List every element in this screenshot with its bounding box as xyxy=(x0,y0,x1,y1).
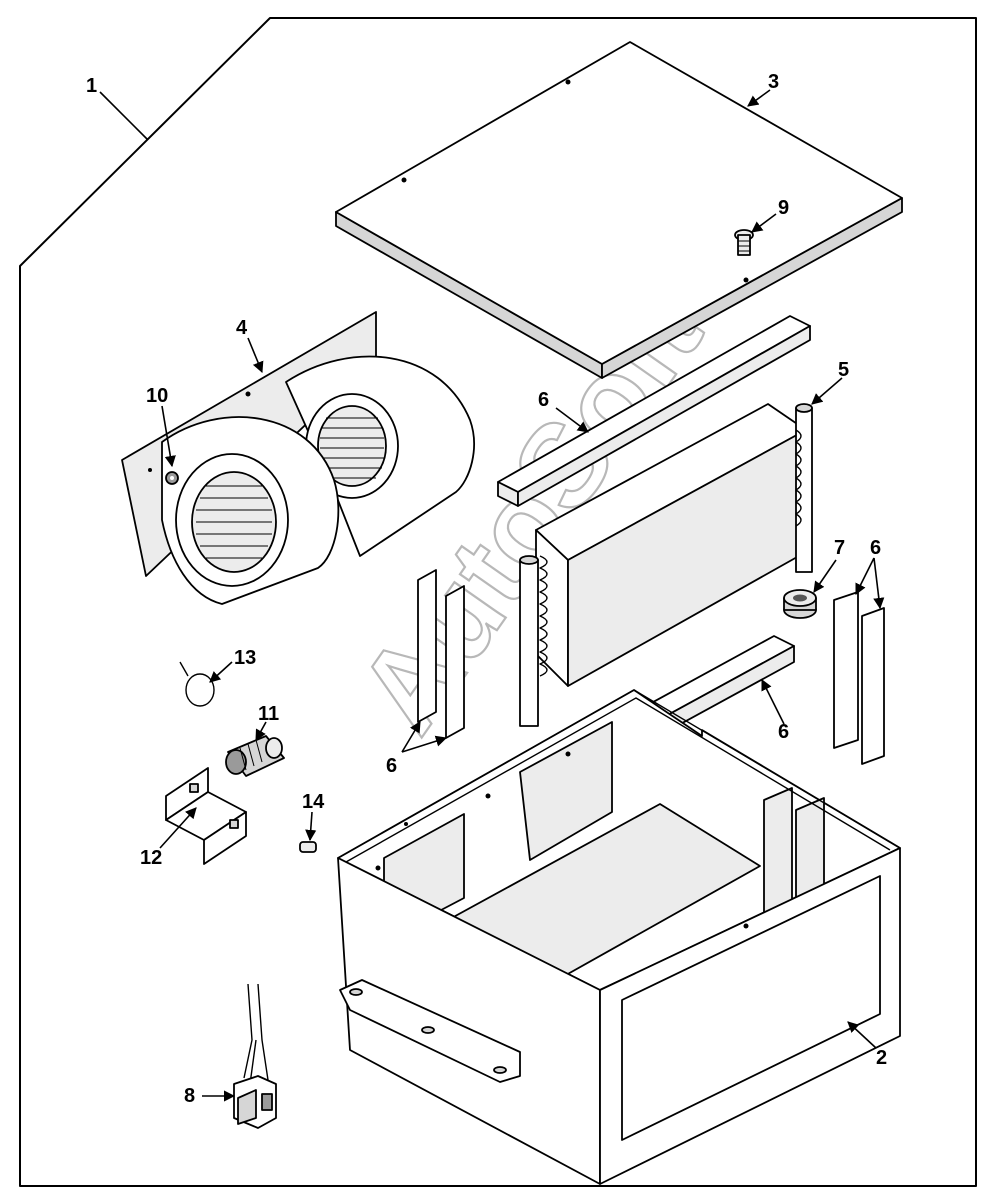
callout-5: 5 xyxy=(838,359,849,381)
leader-6c-1 xyxy=(401,721,421,753)
foam-strip-upper xyxy=(497,315,811,507)
leader-10 xyxy=(161,405,176,468)
callout-10: 10 xyxy=(146,385,168,407)
top-cover-plate xyxy=(335,41,903,379)
grommet xyxy=(783,589,817,619)
leader-6c-2 xyxy=(401,735,448,753)
leader-6b xyxy=(761,678,785,725)
callout-12: 12 xyxy=(140,847,162,869)
callout-6-left: 6 xyxy=(386,755,397,777)
housing-case xyxy=(337,689,901,1185)
callout-3: 3 xyxy=(768,71,779,93)
leader-12 xyxy=(159,807,197,849)
leader-6d-2 xyxy=(873,557,885,610)
callout-4: 4 xyxy=(236,317,248,339)
nut xyxy=(165,471,179,485)
foam-strips-right xyxy=(833,591,885,765)
leader-1 xyxy=(99,91,149,141)
leader-3 xyxy=(747,89,771,107)
leader-6d-1 xyxy=(855,557,875,596)
callout-1: 1 xyxy=(86,75,97,97)
bracket xyxy=(165,767,247,865)
callout-7: 7 xyxy=(834,537,845,559)
leader-11 xyxy=(255,721,267,741)
callout-8: 8 xyxy=(184,1085,195,1107)
plug-cap xyxy=(299,841,317,853)
wire-connector xyxy=(233,983,277,1129)
leader-6a xyxy=(555,407,589,433)
blower-assembly xyxy=(121,311,475,605)
leader-13 xyxy=(209,661,233,683)
foam-strips-left xyxy=(417,569,465,739)
callout-9: 9 xyxy=(778,197,789,219)
callout-6-upper: 6 xyxy=(538,389,549,411)
heater-coil xyxy=(519,403,813,727)
leader-2 xyxy=(847,1021,877,1049)
callout-6-right: 6 xyxy=(870,537,881,559)
leader-9 xyxy=(751,213,777,233)
callout-6-lower: 6 xyxy=(778,721,789,743)
screw xyxy=(734,229,754,256)
leader-5 xyxy=(811,377,843,405)
fuse-holder xyxy=(225,735,285,777)
wire-clip xyxy=(179,661,215,707)
callout-13: 13 xyxy=(234,647,256,669)
leader-14 xyxy=(305,811,317,842)
callout-14: 14 xyxy=(302,791,325,813)
assembly-frame xyxy=(19,17,977,1187)
callout-2: 2 xyxy=(876,1047,887,1069)
callout-11: 11 xyxy=(258,703,279,725)
leader-7 xyxy=(813,559,837,593)
leader-4 xyxy=(247,337,264,374)
